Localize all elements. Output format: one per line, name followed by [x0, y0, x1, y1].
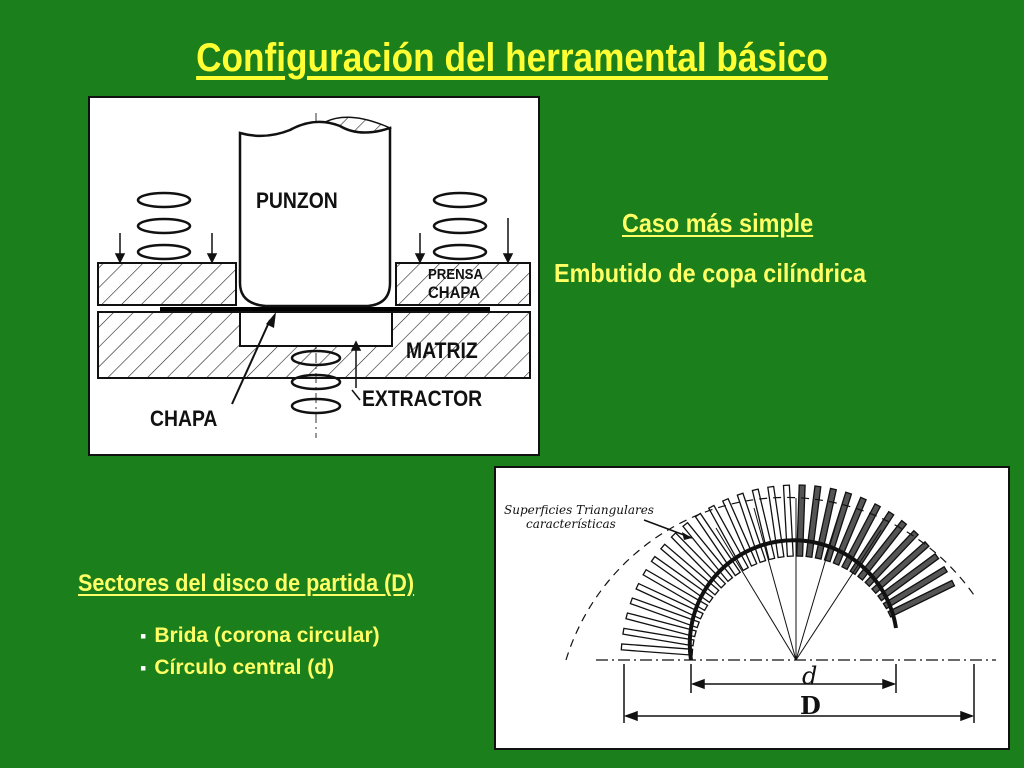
label-extractor: EXTRACTOR	[362, 386, 483, 411]
extractor-pointer	[351, 389, 361, 401]
bullet-brida: Brida (corona circular)	[140, 620, 379, 652]
flange-sector	[877, 552, 940, 602]
flange-sector	[823, 491, 853, 563]
flange-sector	[625, 612, 697, 638]
label-d-inner: d	[802, 662, 818, 690]
flange-sector	[882, 565, 949, 610]
bullet-circulo: Círculo central (d)	[140, 652, 380, 684]
flange-sector	[694, 512, 742, 577]
flange-sector	[805, 485, 822, 558]
flange-sector	[635, 582, 704, 620]
flange-sector	[629, 597, 700, 629]
flange-sector	[659, 543, 720, 596]
flange-sector	[814, 487, 838, 560]
sector-rays	[715, 498, 882, 661]
sectors-heading: Sectores del disco de partida (D)	[78, 570, 415, 597]
flange-sector	[864, 529, 920, 588]
inner-circle-arc	[687, 538, 898, 661]
label-chapa-holder: CHAPA	[428, 283, 481, 302]
sectors-list: Brida (corona circular) Círculo central …	[140, 620, 380, 684]
label-punzon: PUNZON	[256, 188, 338, 213]
label-prensa: PRENSA	[428, 266, 484, 283]
spring-right	[432, 191, 488, 261]
flange-sector	[796, 484, 806, 557]
flange-sector	[870, 540, 930, 595]
punch-top-hatch	[322, 116, 393, 134]
annotation-line1: Superficies Triangulares	[504, 503, 654, 517]
slide-title: Configuración del herramental básico	[196, 36, 828, 80]
outer-circle-arc	[565, 496, 977, 661]
flange-sector	[650, 555, 714, 604]
blank-holder-left	[97, 262, 237, 306]
flange-sector	[856, 519, 908, 581]
annotation-line2: características	[526, 517, 616, 531]
case-heading: Caso más simple	[622, 208, 814, 238]
spring-left	[136, 191, 192, 261]
case-subheading: Embutido de copa cilíndrica	[554, 258, 867, 288]
disc-diagram: Superficies Triangulares características…	[494, 466, 1010, 750]
flange-sector	[642, 568, 709, 612]
chapa-pointer	[231, 319, 271, 405]
spring-extractor	[290, 349, 342, 415]
flange-sector	[622, 627, 695, 647]
flange-sector	[841, 502, 882, 571]
flange-sector	[782, 484, 794, 558]
tooling-diagram: PUNZON PRENSA CHAPA MATRIZ EXTRACTOR CHA…	[88, 96, 540, 456]
label-chapa: CHAPA	[150, 406, 218, 431]
flange-sector	[620, 643, 694, 656]
flange-sector	[682, 521, 734, 583]
tooling-drawing	[97, 113, 531, 438]
label-D-outer: D	[800, 691, 821, 720]
blank-holder-right	[395, 262, 531, 306]
die-cavity	[239, 311, 393, 347]
force-arrows	[114, 218, 514, 388]
disc-drawing	[565, 484, 996, 723]
flange-sector	[832, 496, 867, 567]
dimension-lines	[623, 664, 975, 723]
flange-sector	[670, 532, 727, 589]
flange-sector	[887, 579, 956, 618]
label-matriz: MATRIZ	[406, 338, 478, 363]
